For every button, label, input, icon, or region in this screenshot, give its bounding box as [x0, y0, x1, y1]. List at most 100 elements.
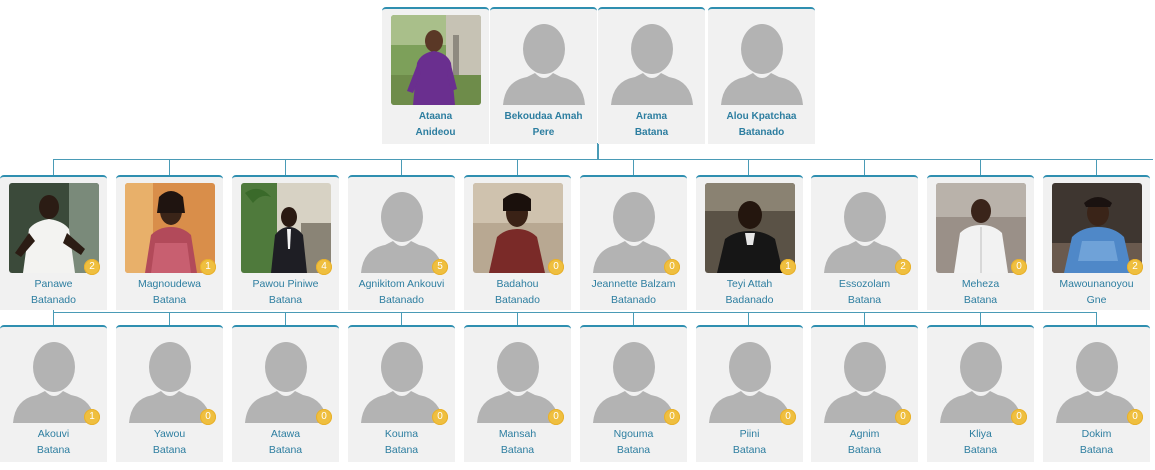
- person-last-name: Batana: [963, 294, 998, 306]
- person-last-name: Batanado: [738, 127, 785, 138]
- person-photo: [705, 183, 795, 273]
- person-last-name: Gne: [1086, 294, 1107, 306]
- descendant-count-badge: 0: [1011, 259, 1027, 275]
- person-first-name: Mawounanoyou: [1059, 278, 1134, 290]
- person-first-name: Yawou: [153, 428, 186, 440]
- person-photo: [1052, 333, 1142, 423]
- descendant-count-badge: 0: [664, 259, 680, 275]
- connector-grandchild-drop: [864, 312, 865, 325]
- person-card-parent[interactable]: Bekoudaa Amah Pere: [490, 7, 597, 144]
- person-card-grandchild[interactable]: 0 Yawou Batana: [116, 325, 223, 462]
- person-card-child[interactable]: 1 Magnoudewa Batana: [116, 175, 223, 310]
- connector-children-bar: [53, 159, 1153, 160]
- person-card-child[interactable]: 2 Panawe Batanado: [0, 175, 107, 310]
- person-card-grandchild[interactable]: 0 Mansah Batana: [464, 325, 571, 462]
- connector-child-drop: [169, 159, 170, 175]
- person-last-name: Batanado: [31, 294, 76, 306]
- person-last-name: Batana: [963, 444, 998, 456]
- person-first-name: Pawou Piniwe: [252, 278, 319, 290]
- placeholder-silhouette-icon: [721, 24, 803, 105]
- person-photo: [241, 333, 331, 423]
- photo-woman-purple: [391, 15, 481, 105]
- person-last-name: Batana: [152, 444, 187, 456]
- person-photo: [820, 183, 910, 273]
- connector-child-drop: [401, 159, 402, 175]
- descendant-count-badge: 5: [432, 259, 448, 275]
- person-photo: [241, 183, 331, 273]
- person-last-name: Batanado: [495, 294, 540, 306]
- placeholder-silhouette-icon: [824, 342, 906, 423]
- person-first-name: Ngouma: [613, 428, 654, 440]
- connector-child-drop: [864, 159, 865, 175]
- person-last-name: Pere: [532, 127, 555, 138]
- person-card-child[interactable]: 1 Teyi Attah Badanado: [696, 175, 803, 310]
- person-last-name: Batana: [1079, 444, 1114, 456]
- person-card-grandchild[interactable]: 0 Agnim Batana: [811, 325, 918, 462]
- person-first-name: Magnoudewa: [137, 278, 202, 290]
- person-card-child[interactable]: 4 Pawou Piniwe Batana: [232, 175, 339, 310]
- person-last-name: Anideou: [415, 127, 456, 138]
- person-photo: [357, 183, 447, 273]
- connector-grandchild-drop: [53, 310, 54, 325]
- descendant-count-badge: 2: [895, 259, 911, 275]
- person-card-parent[interactable]: Ataana Anideou: [382, 7, 489, 144]
- person-card-child[interactable]: 0 Jeannette Balzam Batanado: [580, 175, 687, 310]
- person-last-name: Batana: [616, 444, 651, 456]
- connector-child-drop: [53, 159, 54, 175]
- person-photo: [473, 183, 563, 273]
- connector-child-drop: [517, 159, 518, 175]
- person-card-grandchild[interactable]: 0 Atawa Batana: [232, 325, 339, 462]
- connector-grandchild-drop: [980, 312, 981, 325]
- person-last-name: Batanado: [379, 294, 424, 306]
- person-first-name: Mansah: [498, 428, 537, 440]
- person-last-name: Batana: [36, 444, 71, 456]
- person-first-name: Piini: [739, 428, 760, 440]
- connector-parent-drop: [597, 143, 599, 160]
- person-first-name: Dokim: [1081, 428, 1112, 440]
- placeholder-silhouette-icon: [245, 342, 327, 423]
- connector-grandchild-drop: [285, 312, 286, 325]
- placeholder-silhouette-icon: [129, 342, 211, 423]
- connector-child-drop: [285, 159, 286, 175]
- person-photo: [125, 183, 215, 273]
- connector-grandchild-drop: [633, 312, 634, 325]
- person-card-grandchild[interactable]: 1 Akouvi Batana: [0, 325, 107, 462]
- person-photo: [589, 183, 679, 273]
- person-photo: [705, 333, 795, 423]
- person-photo: [499, 15, 589, 105]
- person-card-grandchild[interactable]: 0 Kliya Batana: [927, 325, 1034, 462]
- connector-grandchild-drop: [748, 312, 749, 325]
- descendant-count-badge: 0: [780, 409, 796, 425]
- person-card-child[interactable]: 2 Mawounanoyou Gne: [1043, 175, 1150, 310]
- person-card-grandchild[interactable]: 0 Kouma Batana: [348, 325, 455, 462]
- person-first-name: Essozolam: [838, 278, 891, 290]
- photo-man-white: [9, 183, 99, 273]
- person-last-name: Batana: [500, 444, 535, 456]
- person-first-name: Kouma: [384, 428, 419, 440]
- photo-woman-dress: [125, 183, 215, 273]
- person-card-parent[interactable]: Alou Kpatchaa Batanado: [708, 7, 815, 144]
- person-card-grandchild[interactable]: 0 Dokim Batana: [1043, 325, 1150, 462]
- person-card-grandchild[interactable]: 0 Piini Batana: [696, 325, 803, 462]
- person-photo: [125, 333, 215, 423]
- person-card-child[interactable]: 0 Badahou Batanado: [464, 175, 571, 310]
- person-last-name: Batana: [268, 444, 303, 456]
- descendant-count-badge: 2: [84, 259, 100, 275]
- person-card-child[interactable]: 2 Essozolam Batana: [811, 175, 918, 310]
- person-card-grandchild[interactable]: 0 Ngouma Batana: [580, 325, 687, 462]
- descendant-count-badge: 0: [548, 409, 564, 425]
- descendant-count-badge: 1: [780, 259, 796, 275]
- person-card-child[interactable]: 5 Agnikitom Ankouvi Batanado: [348, 175, 455, 310]
- person-photo: [717, 15, 807, 105]
- person-photo: [391, 15, 481, 105]
- person-photo: [607, 15, 697, 105]
- person-photo: [936, 333, 1026, 423]
- person-card-parent[interactable]: Arama Batana: [598, 7, 705, 144]
- person-card-child[interactable]: 0 Meheza Batana: [927, 175, 1034, 310]
- photo-woman-blue: [1052, 183, 1142, 273]
- descendant-count-badge: 1: [200, 259, 216, 275]
- person-last-name: Batana: [384, 444, 419, 456]
- placeholder-silhouette-icon: [824, 192, 906, 273]
- descendant-count-badge: 0: [895, 409, 911, 425]
